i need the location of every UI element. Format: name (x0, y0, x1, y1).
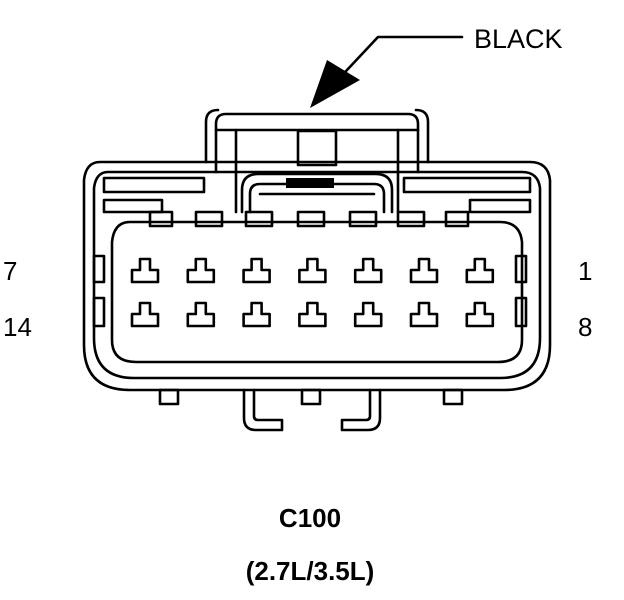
terminal-cavity (409, 301, 439, 328)
terminal-cavity (186, 257, 216, 284)
terminal-cavity (130, 257, 160, 284)
pin-label-1: 1 (578, 256, 592, 286)
terminal-cavity (353, 257, 383, 284)
engine-caption: (2.7L/3.5L) (246, 556, 375, 586)
connector-housing (82, 160, 552, 392)
pin-label-14: 14 (3, 312, 32, 342)
terminal-cavity (186, 301, 216, 328)
pin-label-8: 8 (578, 312, 592, 342)
cavity-grid (130, 257, 495, 328)
terminal-cavity (130, 301, 160, 328)
housing-ribs (102, 176, 532, 214)
terminal-cavity (465, 257, 495, 284)
bottom-features (158, 388, 464, 432)
terminal-cavity (353, 301, 383, 328)
connector-id: C100 (279, 503, 341, 533)
callout-label: BLACK (474, 24, 563, 54)
terminal-cavity (409, 257, 439, 284)
terminal-cavity (242, 257, 271, 284)
terminal-cavity (298, 257, 327, 284)
terminal-cavity (298, 301, 327, 328)
callout-arrow (310, 35, 464, 108)
top-tabs (148, 210, 470, 228)
pin-label-7: 7 (3, 256, 17, 286)
terminal-cavity (465, 301, 495, 328)
terminal-insert (92, 220, 528, 364)
terminal-cavity (242, 301, 271, 328)
